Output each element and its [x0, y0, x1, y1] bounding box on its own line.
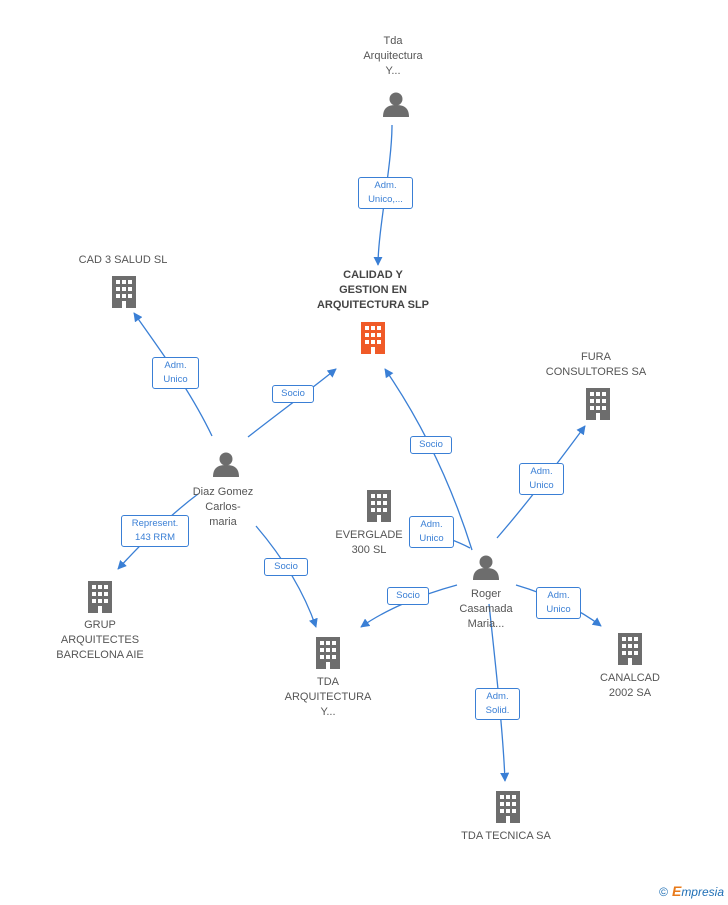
- edge-label-adm-unico[interactable]: Adm. Unico,...: [358, 177, 413, 209]
- edge-label-adm-solid[interactable]: Adm. Solid.: [475, 688, 520, 720]
- edge-label-adm-unico[interactable]: Adm. Unico: [519, 463, 564, 495]
- empresia-watermark: ©Empresia: [659, 883, 724, 899]
- building-icon[interactable]: [316, 637, 340, 669]
- edge-label-adm-unico[interactable]: Adm. Unico: [152, 357, 199, 389]
- edge-label-socio[interactable]: Socio: [410, 436, 452, 454]
- edge-diaz-to-calidad: [247, 368, 337, 438]
- person-icon[interactable]: [213, 452, 239, 478]
- brand-name: mpresia: [681, 885, 724, 899]
- edge-label-adm-unico[interactable]: Adm. Unico: [536, 587, 581, 619]
- node-label-tda-arquitectura-person[interactable]: Tda Arquitectura Y...: [363, 35, 423, 77]
- brand-logo-letter: E: [671, 883, 682, 899]
- edge-label-socio[interactable]: Socio: [387, 587, 429, 605]
- node-label-cad3-salud[interactable]: CAD 3 SALUD SL: [78, 254, 168, 266]
- person-icon[interactable]: [473, 555, 499, 581]
- person-icon[interactable]: [383, 92, 409, 118]
- edge-label-adm-unico[interactable]: Adm. Unico: [409, 516, 454, 548]
- building-icon[interactable]: [618, 633, 642, 665]
- node-label-roger-casamada[interactable]: Roger Casamada Maria...: [459, 588, 513, 630]
- building-icon[interactable]: [88, 581, 112, 613]
- building-icon[interactable]: [361, 322, 385, 354]
- node-label-calidad-main[interactable]: CALIDAD Y GESTION EN ARQUITECTURA SLP: [316, 269, 430, 311]
- node-label-tda-tecnica[interactable]: TDA TECNICA SA: [461, 830, 551, 842]
- node-label-canalcad[interactable]: CANALCAD 2002 SA: [600, 672, 660, 699]
- edge-label-socio[interactable]: Socio: [264, 558, 308, 576]
- edge-diaz-to-tda-company: [255, 525, 318, 628]
- building-icon[interactable]: [367, 490, 391, 522]
- copyright-icon: ©: [659, 885, 668, 899]
- node-label-grup-arquitectes[interactable]: GRUP ARQUITECTES BARCELONA AIE: [56, 619, 144, 661]
- node-label-tda-arquitectura-company[interactable]: TDA ARQUITECTURA Y...: [284, 676, 372, 718]
- building-icon[interactable]: [586, 388, 610, 420]
- building-icon[interactable]: [496, 791, 520, 823]
- node-label-diaz-gomez[interactable]: Diaz Gomez Carlos- maria: [192, 486, 254, 528]
- node-label-fura-consultores[interactable]: FURA CONSULTORES SA: [545, 351, 647, 378]
- building-icon[interactable]: [112, 276, 136, 308]
- edge-label-socio[interactable]: Socio: [272, 385, 314, 403]
- node-label-everglade[interactable]: EVERGLADE 300 SL: [335, 529, 403, 556]
- edge-label-represent[interactable]: Represent. 143 RRM: [121, 515, 189, 547]
